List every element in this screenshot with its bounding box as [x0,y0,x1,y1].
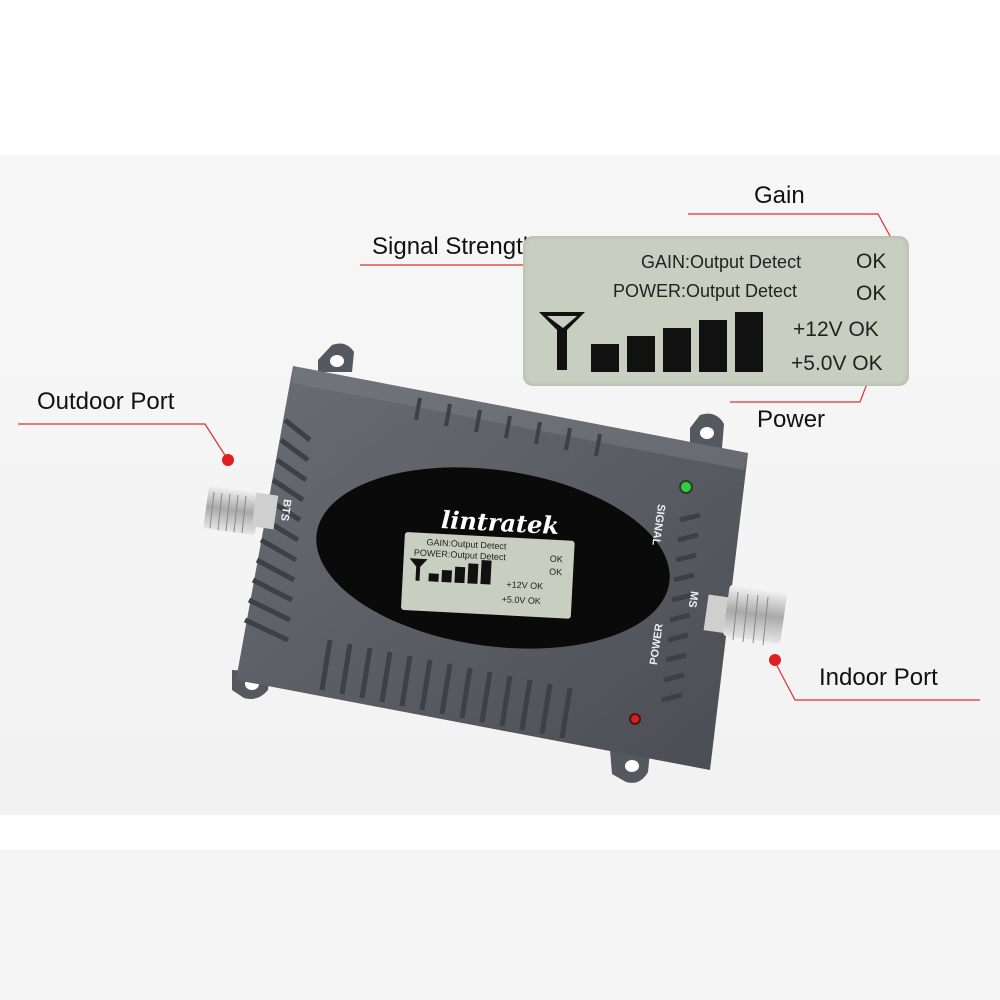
device-signal-bars [428,560,492,585]
lcd-power-ok: OK [856,282,887,305]
indoor-port-connector [703,584,787,646]
signal-bar [627,336,655,372]
ms-port-label: MS [685,590,700,609]
heatsink-fins-bottom [319,639,573,739]
signal-bar [428,573,439,582]
power-label: Power [757,406,826,433]
indoor-callout-line [774,661,980,701]
heatsink-fins-left [243,418,312,643]
device-lcd-signal-graphic [409,558,492,585]
lcd-gain-ok: OK [856,250,887,273]
signal-bars [591,312,763,372]
background-band-lower [0,850,1000,1000]
device-antenna-icon [409,558,428,581]
outdoor-port-connector [203,485,279,535]
signal-bar [441,569,453,583]
outdoor-callout-line [18,423,229,461]
signal-bar [591,344,619,372]
signal-led [679,480,693,494]
signal-strength-label: Signal Strength [372,233,537,260]
signal-bar [480,560,492,585]
outdoor-port-label: Outdoor Port [37,388,175,415]
signal-bar [735,312,763,372]
lcd-device: GAIN:Output Detect OK POWER:Output Detec… [400,532,575,619]
lcd-12v: +12V OK [793,318,879,341]
lcd-5v: +5.0V OK [791,352,883,375]
heatsink-fins-right [661,512,701,703]
signal-bar [467,563,479,584]
signal-bar [663,328,691,372]
indoor-port-label: Indoor Port [819,664,938,691]
antenna-icon [539,312,585,370]
gain-label: Gain [754,182,805,209]
lcd-gain-line: GAIN:Output Detect [641,252,802,272]
lcd-power-line: POWER:Output Detect [613,281,798,301]
lcd-enlarged: GAIN:Output Detect OK POWER:Output Detec… [523,236,909,386]
lcd-signal-graphic [539,312,763,372]
heatsink-fins-top [414,397,602,457]
signal-bar [699,320,727,372]
signal-bar [454,566,466,584]
power-led [629,713,641,725]
